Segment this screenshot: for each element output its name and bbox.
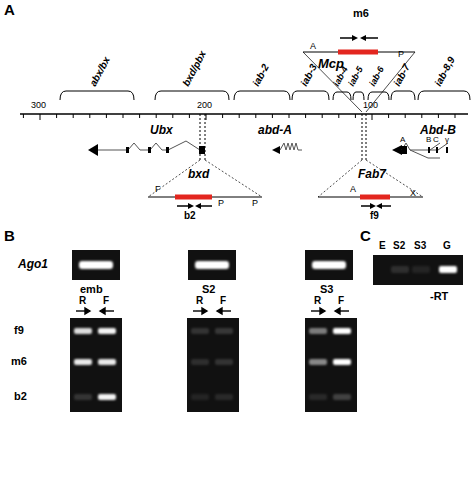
sample-label: S2 <box>202 284 215 295</box>
lane-label: S3 <box>414 241 426 251</box>
exon <box>436 147 438 153</box>
exon <box>428 147 430 153</box>
domain-name: iab-8,9 <box>433 55 457 88</box>
condition-label: -RT <box>430 291 448 302</box>
gel-band <box>195 261 229 269</box>
primer-arrow <box>352 35 358 41</box>
exon <box>148 147 151 153</box>
lane-label: F <box>220 296 226 306</box>
gel-image <box>305 318 357 412</box>
exon <box>126 147 129 153</box>
primer-name: f9 <box>370 211 379 221</box>
gel-bands <box>391 266 457 273</box>
primer-name: m6 <box>353 8 369 19</box>
lane-label: R <box>196 296 203 306</box>
inset-line <box>318 197 423 198</box>
site-letter: A <box>310 42 316 51</box>
probe-bar <box>175 195 212 200</box>
promoter-letter: γ <box>445 136 449 144</box>
primer-arrow <box>360 35 366 41</box>
domain-brackets <box>60 91 470 100</box>
scale-ticks <box>23 114 455 120</box>
locus-name: bxd <box>188 168 209 180</box>
scale-number: 200 <box>197 101 212 110</box>
primer-arrow <box>195 203 201 209</box>
gel-band <box>79 261 113 269</box>
site-letter: F <box>155 185 161 194</box>
row-label: b2 <box>14 391 27 402</box>
domain-name: iab-2 <box>251 63 271 88</box>
domain-name: iab-6 <box>368 65 386 88</box>
row-label: f9 <box>14 325 24 336</box>
primer-arrow <box>370 203 376 209</box>
gel-image <box>373 255 463 285</box>
exon <box>166 147 169 153</box>
site-letter: P <box>398 50 404 59</box>
gene-name: Ago1 <box>18 258 48 270</box>
gel-image <box>305 250 353 280</box>
lane-label: G <box>443 241 451 251</box>
promoter-letter: A <box>400 136 405 144</box>
promoter-letter: C <box>433 136 439 144</box>
domain-name: iab-7 <box>392 63 412 88</box>
site-letter: P <box>252 199 258 208</box>
gene-structure <box>280 143 302 150</box>
zoom-line <box>205 160 262 197</box>
gel-bands <box>74 328 351 400</box>
site-letter: A <box>350 185 356 194</box>
sample-label: emb <box>80 284 103 295</box>
gene-name: abd-A <box>258 124 292 136</box>
gene-arrow <box>272 146 280 154</box>
probe-bar <box>338 50 378 55</box>
panel-letter: A <box>4 2 15 17</box>
primer-arrow <box>376 203 382 209</box>
gel-image <box>72 250 120 280</box>
lane-label: R <box>314 296 321 306</box>
primer-arrow <box>364 37 378 39</box>
gene-arrow <box>88 144 98 156</box>
site-letter: P <box>218 199 224 208</box>
primer-arrow <box>340 37 354 39</box>
domain-name: iab-3 <box>299 63 319 88</box>
gel-image <box>187 318 239 412</box>
gene-structure <box>402 143 438 150</box>
panel-letter: B <box>4 228 15 243</box>
gel-image <box>188 250 236 280</box>
primer-arrow <box>188 203 194 209</box>
domain-name: bxd/pbx <box>181 49 208 88</box>
promoter-letter: B <box>426 136 431 144</box>
zoom-line <box>362 114 366 160</box>
scale-number: 300 <box>31 101 46 110</box>
gene-arrow <box>392 145 402 155</box>
lane-label: R <box>79 296 86 306</box>
exon <box>402 146 407 154</box>
exon <box>446 147 448 153</box>
row-label: m6 <box>11 356 27 367</box>
gel-band <box>312 261 346 269</box>
lane-label: F <box>103 296 109 306</box>
primer-name: b2 <box>184 211 196 221</box>
panel-letter: C <box>360 228 371 243</box>
locus-name: Fab7 <box>358 168 386 180</box>
domain-name: abx/bx <box>88 55 112 88</box>
scale-number: 100 <box>363 101 378 110</box>
probe-bar <box>360 195 390 200</box>
gene-structure <box>410 143 448 158</box>
sample-label: S3 <box>320 284 333 295</box>
zoom-line <box>318 160 362 197</box>
primer-arrows <box>76 308 349 314</box>
inset-line <box>148 197 262 198</box>
gel-image <box>70 318 122 412</box>
gene-name: Abd-B <box>420 124 456 136</box>
lane-label: F <box>338 296 344 306</box>
gene-name: Ubx <box>150 124 173 136</box>
lane-label: E <box>379 241 386 251</box>
lane-label: S2 <box>393 241 405 251</box>
zoom-line <box>200 114 205 160</box>
scale-axis <box>20 113 468 114</box>
site-letter: X <box>410 189 416 198</box>
